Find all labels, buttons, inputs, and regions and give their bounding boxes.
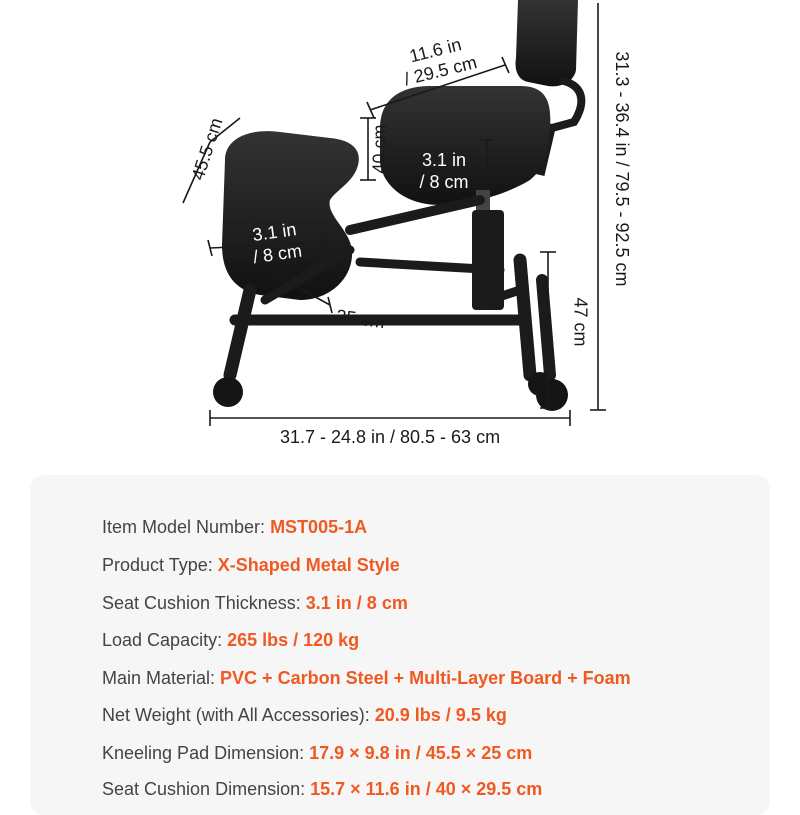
spec-label: Seat Cushion Dimension: <box>102 779 311 799</box>
spec-row-product-type: Product Type: X-Shaped Metal Style <box>102 556 400 574</box>
product-figure: 11.6 in / 29.5 cm 40 cm 3.1 in / 8 cm 45… <box>182 0 632 447</box>
knee-pad <box>222 131 359 300</box>
seat-thickness-label: 3.1 in / 8 cm <box>419 150 469 192</box>
spec-value: PVC + Carbon Steel + Multi-Layer Board +… <box>220 668 631 688</box>
spec-label: Main Material: <box>102 668 221 688</box>
spec-value: 265 lbs / 120 kg <box>227 630 360 650</box>
seat-cushion <box>380 86 551 205</box>
spec-value: 3.1 in / 8 cm <box>305 593 408 613</box>
spec-value: X-Shaped Metal Style <box>217 555 400 575</box>
spec-row-model: Item Model Number: MST005-1A <box>102 518 367 536</box>
spec-label: Item Model Number: <box>102 517 271 537</box>
seat-post <box>472 190 504 310</box>
spec-row-load-capacity: Load Capacity: 265 lbs / 120 kg <box>102 631 359 649</box>
spec-value: 15.7 × 11.6 in / 40 × 29.5 cm <box>310 779 543 799</box>
spec-row-kneeling-pad: Kneeling Pad Dimension: 17.9 × 9.8 in / … <box>102 744 532 762</box>
spec-value: 17.9 × 9.8 in / 45.5 × 25 cm <box>309 743 533 763</box>
frame-height-label: 47 cm <box>570 297 591 347</box>
seat-height-label: 40 cm <box>369 124 390 174</box>
spec-label: Kneeling Pad Dimension: <box>102 743 310 763</box>
kneeling-chair-drawing <box>182 0 606 426</box>
spec-row-seat-thickness: Seat Cushion Thickness: 3.1 in / 8 cm <box>102 594 408 612</box>
spec-row-main-material: Main Material: PVC + Carbon Steel + Mult… <box>102 669 631 687</box>
dimension-lines <box>182 3 606 426</box>
caster-wheels <box>213 372 568 411</box>
spec-label: Net Weight (with All Accessories): <box>102 705 375 725</box>
spec-label: Seat Cushion Thickness: <box>102 593 306 613</box>
spec-label: Product Type: <box>102 555 218 575</box>
spec-row-net-weight: Net Weight (with All Accessories): 20.9 … <box>102 706 507 724</box>
specifications-card <box>30 475 770 815</box>
base-length-label: 31.7 - 24.8 in / 80.5 - 63 cm <box>279 427 501 447</box>
spec-label: Load Capacity: <box>102 630 228 650</box>
total-height-label: 31.3 - 36.4 in / 79.5 - 92.5 cm <box>612 51 632 287</box>
spec-value: 20.9 lbs / 9.5 kg <box>374 705 507 725</box>
spec-value: MST005-1A <box>270 517 368 537</box>
spec-row-seat-cushion: Seat Cushion Dimension: 15.7 × 11.6 in /… <box>102 780 542 798</box>
